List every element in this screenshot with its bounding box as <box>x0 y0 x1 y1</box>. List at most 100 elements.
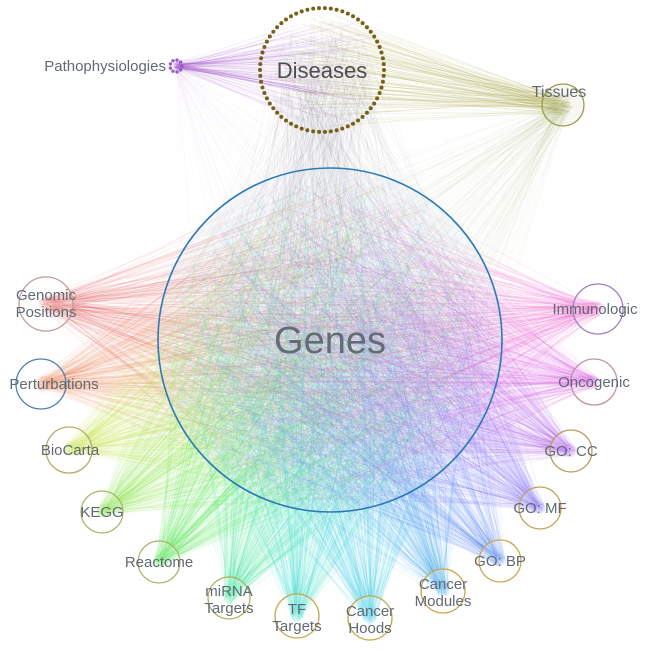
diseases-ring-dot <box>380 56 385 61</box>
diseases-ring-dot <box>372 101 377 106</box>
label-diseases: Diseases <box>277 58 367 83</box>
diseases-ring-dot <box>279 114 284 119</box>
pathophysiologies-ring-dot <box>180 64 184 68</box>
diseases-ring-dot <box>381 73 386 78</box>
diseases-ring-dot <box>258 73 263 78</box>
diseases-ring-dot <box>258 68 262 72</box>
diseases-ring-dot <box>328 6 333 11</box>
node-cancer-modules[interactable] <box>420 568 466 614</box>
edge-fan-reactome-genes <box>152 182 488 569</box>
label-genes: Genes <box>274 320 386 362</box>
diseases-ring-dot <box>284 17 288 22</box>
diseases-ring-dot <box>345 11 350 16</box>
diseases-ring-dot <box>364 110 369 115</box>
diseases-ring-dot <box>289 121 293 126</box>
node-perturbations[interactable] <box>15 358 67 410</box>
label-kegg: KEGG <box>80 504 123 521</box>
diseases-ring-dot <box>271 29 276 34</box>
diseases-ring-dot <box>323 129 327 134</box>
diseases-ring-dot <box>259 79 264 84</box>
diseases-ring-dot <box>328 129 333 134</box>
node-biocarta[interactable] <box>45 426 93 474</box>
diseases-ring-dot <box>356 17 360 22</box>
pathophysiologies-ring-dot <box>175 58 179 62</box>
node-go-bp[interactable] <box>478 539 522 583</box>
edge-fan-diseases-genes <box>169 15 493 505</box>
diseases-ring-dot <box>368 106 373 111</box>
diseases-ring-dot <box>299 9 304 14</box>
diseases-ring-dot <box>267 34 272 39</box>
node-cancer-hoods[interactable] <box>347 595 393 641</box>
diseases-ring-dot <box>377 91 382 95</box>
label-go-mf: GO: MF <box>513 500 566 517</box>
diseases-ring-dot <box>305 7 310 12</box>
node-kegg[interactable] <box>80 490 124 534</box>
diseases-ring-dot <box>377 45 382 49</box>
diseases-ring-dot <box>275 110 280 115</box>
label-biocarta: BioCarta <box>41 442 100 459</box>
diseases-ring-dot <box>372 34 377 39</box>
diseases-ring-dot <box>305 128 310 133</box>
diseases-ring-dot <box>294 11 299 16</box>
edge-fan-tf-targets-genes <box>169 179 486 623</box>
diseases-ring-dot <box>299 126 304 131</box>
diseases-ring-dot <box>375 39 380 44</box>
diseases-ring-dot <box>284 118 288 123</box>
diseases-ring-dot <box>259 56 264 61</box>
label-oncogenic: Oncogenic <box>558 374 630 391</box>
diseases-ring-dot <box>311 6 316 11</box>
label-perturbations: Perturbations <box>9 376 98 393</box>
diseases-ring-dot <box>311 129 316 134</box>
edge-fan-tissues-diseases <box>273 13 574 127</box>
pathophysiologies-ring-dot <box>178 68 183 72</box>
node-go-cc[interactable] <box>549 429 593 473</box>
pathophysiologies-ring-dot <box>168 66 173 70</box>
node-reactome[interactable] <box>137 540 181 584</box>
diseases-ring-dot <box>317 129 322 134</box>
diseases-ring-dot <box>262 45 267 49</box>
pathophysiologies-ring-dot <box>171 69 175 73</box>
edge-fan-biocarta-genes <box>62 179 490 502</box>
edge-fan-pathophysiologies-diseases <box>172 23 380 123</box>
node-tissues[interactable] <box>541 83 585 127</box>
label-go-bp: GO: BP <box>474 553 526 570</box>
diseases-ring-dot <box>379 50 384 55</box>
diseases-ring-dot <box>351 121 355 126</box>
node-immunologic[interactable] <box>572 283 624 335</box>
label-reactome: Reactome <box>125 554 193 571</box>
diseases-ring-dot <box>294 124 299 129</box>
pathophysiologies-ring-dot <box>168 62 173 66</box>
node-tf-targets[interactable] <box>274 593 320 639</box>
edge-fan-oncogenic-genes <box>170 183 601 500</box>
diseases-ring-dot <box>334 128 339 133</box>
diseases-ring-dot <box>260 50 265 55</box>
edge-fan-go-bp-genes <box>178 179 507 568</box>
node-mirna-targets[interactable] <box>207 576 251 620</box>
diseases-ring-dot <box>317 6 321 11</box>
node-genomic-positions[interactable] <box>18 276 74 332</box>
node-go-mf[interactable] <box>518 486 562 530</box>
diseases-ring-dot <box>380 79 385 84</box>
edge-fan-perturbations-genes <box>33 182 488 501</box>
node-diseases[interactable] <box>258 6 386 134</box>
node-pathophysiologies[interactable] <box>168 58 184 74</box>
node-genes[interactable] <box>157 167 503 513</box>
diseases-ring-dot <box>360 21 365 26</box>
edge-fan-go-mf-genes <box>167 184 547 515</box>
diseases-ring-dot <box>275 25 280 30</box>
diseases-ring-dot <box>264 39 269 44</box>
diseases-ring-dot <box>381 62 386 67</box>
edge-fan-kegg-genes <box>95 180 483 519</box>
label-go-cc: GO: CC <box>544 443 598 460</box>
diseases-ring-dot <box>267 101 272 106</box>
diseases-ring-dot <box>264 96 269 101</box>
diseases-ring-dot <box>382 68 386 72</box>
diseases-ring-dot <box>340 126 345 131</box>
edge-fan-tissues-genes <box>167 95 574 501</box>
edge-fan-go-cc-genes <box>170 178 578 502</box>
diseases-ring-dot <box>271 106 276 111</box>
node-oncogenic[interactable] <box>570 358 618 406</box>
